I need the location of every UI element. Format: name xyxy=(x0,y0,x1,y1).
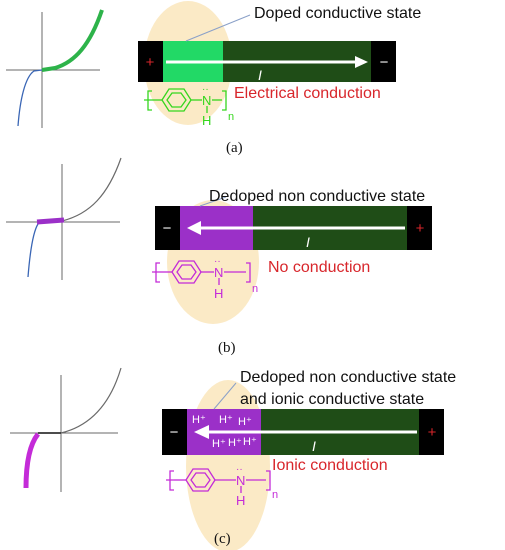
iv-plot-b xyxy=(6,157,122,280)
bracket-right xyxy=(266,470,271,491)
iv-curve-negative xyxy=(27,223,39,278)
bracket-left xyxy=(152,262,160,283)
bracket-left xyxy=(144,90,152,111)
caption-a: (a) xyxy=(226,140,243,156)
lone-pair: ·· xyxy=(236,464,243,475)
left-electrode-sign: + xyxy=(146,54,155,71)
conduction-label: Electrical conduction xyxy=(234,85,381,102)
state-label: Doped conductive state xyxy=(254,5,421,22)
iv-plot-c xyxy=(10,367,122,492)
right-electrode-sign: + xyxy=(428,424,437,441)
hydrogen: H xyxy=(236,493,245,508)
state-label-line-1: Dedoped non conductive state xyxy=(240,369,456,386)
benzene-inner xyxy=(176,264,197,280)
state-label-line-2: and ionic conductive state xyxy=(240,391,424,408)
right-electrode-sign: − xyxy=(380,54,389,71)
polymer-structure-b xyxy=(152,260,251,285)
hydrogen: H xyxy=(202,113,211,128)
iv-curve-negative xyxy=(17,69,43,127)
subscript-n: n xyxy=(252,283,258,295)
nitrogen: N xyxy=(202,93,211,108)
polymer-structure-a xyxy=(144,88,227,113)
caption-c: (c) xyxy=(214,531,231,547)
subscript-n: n xyxy=(228,111,234,123)
panel-c: − + I H⁺ H⁺ H⁺ H⁺ H⁺ H⁺ Dedoped non cond… xyxy=(10,367,456,550)
left-electrode-sign: − xyxy=(163,220,172,237)
proton-ion: H⁺ xyxy=(243,436,257,448)
proton-ion: H⁺ xyxy=(212,438,226,450)
proton-ion: H⁺ xyxy=(219,414,233,426)
lone-pair: ·· xyxy=(214,256,221,267)
subscript-n: n xyxy=(272,489,278,501)
benzene-inner xyxy=(166,92,187,108)
proton-ion: H⁺ xyxy=(238,416,252,428)
iv-curve-positive xyxy=(60,367,122,434)
iv-curve-highlight xyxy=(36,217,65,225)
bracket-left xyxy=(166,470,174,491)
left-electrode-sign: − xyxy=(170,424,179,441)
proton-ion: H⁺ xyxy=(192,414,206,426)
conduction-label: Ionic conduction xyxy=(272,457,388,474)
iv-plot-a xyxy=(6,9,104,128)
panel-a: + − I Doped conductive state N ·· H n El… xyxy=(6,1,421,156)
caption-b: (b) xyxy=(218,340,236,356)
callout-line xyxy=(185,14,251,42)
device-bar-b: − + I xyxy=(155,206,432,250)
current-label: I xyxy=(306,234,310,250)
device-bar-c: − + I H⁺ H⁺ H⁺ H⁺ H⁺ H⁺ xyxy=(162,409,444,455)
iv-curve-highlight xyxy=(23,432,41,489)
iv-curve-positive xyxy=(61,157,122,222)
callout-line xyxy=(199,196,227,207)
benzene-inner xyxy=(190,472,211,488)
nitrogen: N xyxy=(236,473,245,488)
lone-pair: ·· xyxy=(202,84,209,95)
hydrogen: H xyxy=(214,286,223,301)
callout-line xyxy=(213,382,237,410)
current-label: I xyxy=(258,67,262,83)
iv-curve-highlight xyxy=(41,9,104,72)
proton-ion: H⁺ xyxy=(228,437,242,449)
right-electrode-sign: + xyxy=(416,220,425,237)
current-arrowhead xyxy=(355,56,368,68)
conduction-label: No conduction xyxy=(268,259,370,276)
bracket-right xyxy=(246,262,251,283)
polymer-structure-c xyxy=(166,468,271,493)
state-label: Dedoped non conductive state xyxy=(209,188,425,205)
nitrogen: N xyxy=(214,265,223,280)
current-arrowhead xyxy=(194,425,209,439)
current-label: I xyxy=(312,438,316,454)
panel-b: − + I Dedoped non conductive state N ·· … xyxy=(6,157,432,356)
device-bar-a: + − I xyxy=(138,41,396,83)
current-arrowhead xyxy=(187,221,201,235)
bracket-right xyxy=(222,90,227,111)
